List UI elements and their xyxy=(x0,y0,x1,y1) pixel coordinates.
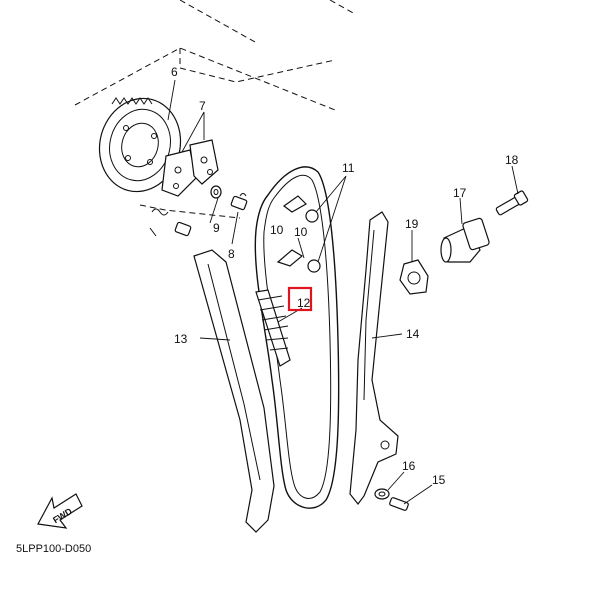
callout-10-lower: 10 xyxy=(270,223,284,237)
callout-19: 19 xyxy=(405,217,419,231)
assembly-boundary-lines xyxy=(74,0,356,219)
callout-16: 16 xyxy=(402,459,416,473)
callout-8: 8 xyxy=(228,247,235,261)
callout-18: 18 xyxy=(505,153,519,167)
leader-lines xyxy=(167,79,519,505)
highlight-box xyxy=(287,286,313,312)
front-chain-guide-part xyxy=(193,249,275,533)
small-bolts-washers-part xyxy=(149,185,248,237)
callout-15: 15 xyxy=(432,473,446,487)
tensioner-gasket-part xyxy=(399,259,429,295)
guide-bolt-washer-part xyxy=(374,488,409,511)
callout-13: 13 xyxy=(174,332,188,346)
cam-chain-part xyxy=(254,166,340,509)
guide-bolts-part xyxy=(276,195,321,273)
tensioner-bolt-part xyxy=(495,190,529,216)
callout-7: 7 xyxy=(199,99,206,113)
callout-12: 12 xyxy=(297,296,311,310)
chain-tensioner-part xyxy=(440,217,490,263)
callout-14: 14 xyxy=(406,327,420,341)
rear-chain-guide-part xyxy=(349,211,399,505)
callout-labels: 6 7 8 9 10 10 11 12 13 14 15 16 17 18 19 xyxy=(171,65,519,487)
chain-links-part xyxy=(255,289,291,367)
callout-9: 9 xyxy=(213,221,220,235)
callout-17: 17 xyxy=(453,186,467,200)
fwd-arrow-icon: FWD xyxy=(37,493,83,529)
callout-6: 6 xyxy=(171,65,178,79)
drawing-code: 5LPP100-D050 xyxy=(16,543,91,555)
decompressor-assembly-part xyxy=(161,139,219,197)
callout-11: 11 xyxy=(342,161,355,175)
callout-10-upper: 10 xyxy=(294,225,308,239)
